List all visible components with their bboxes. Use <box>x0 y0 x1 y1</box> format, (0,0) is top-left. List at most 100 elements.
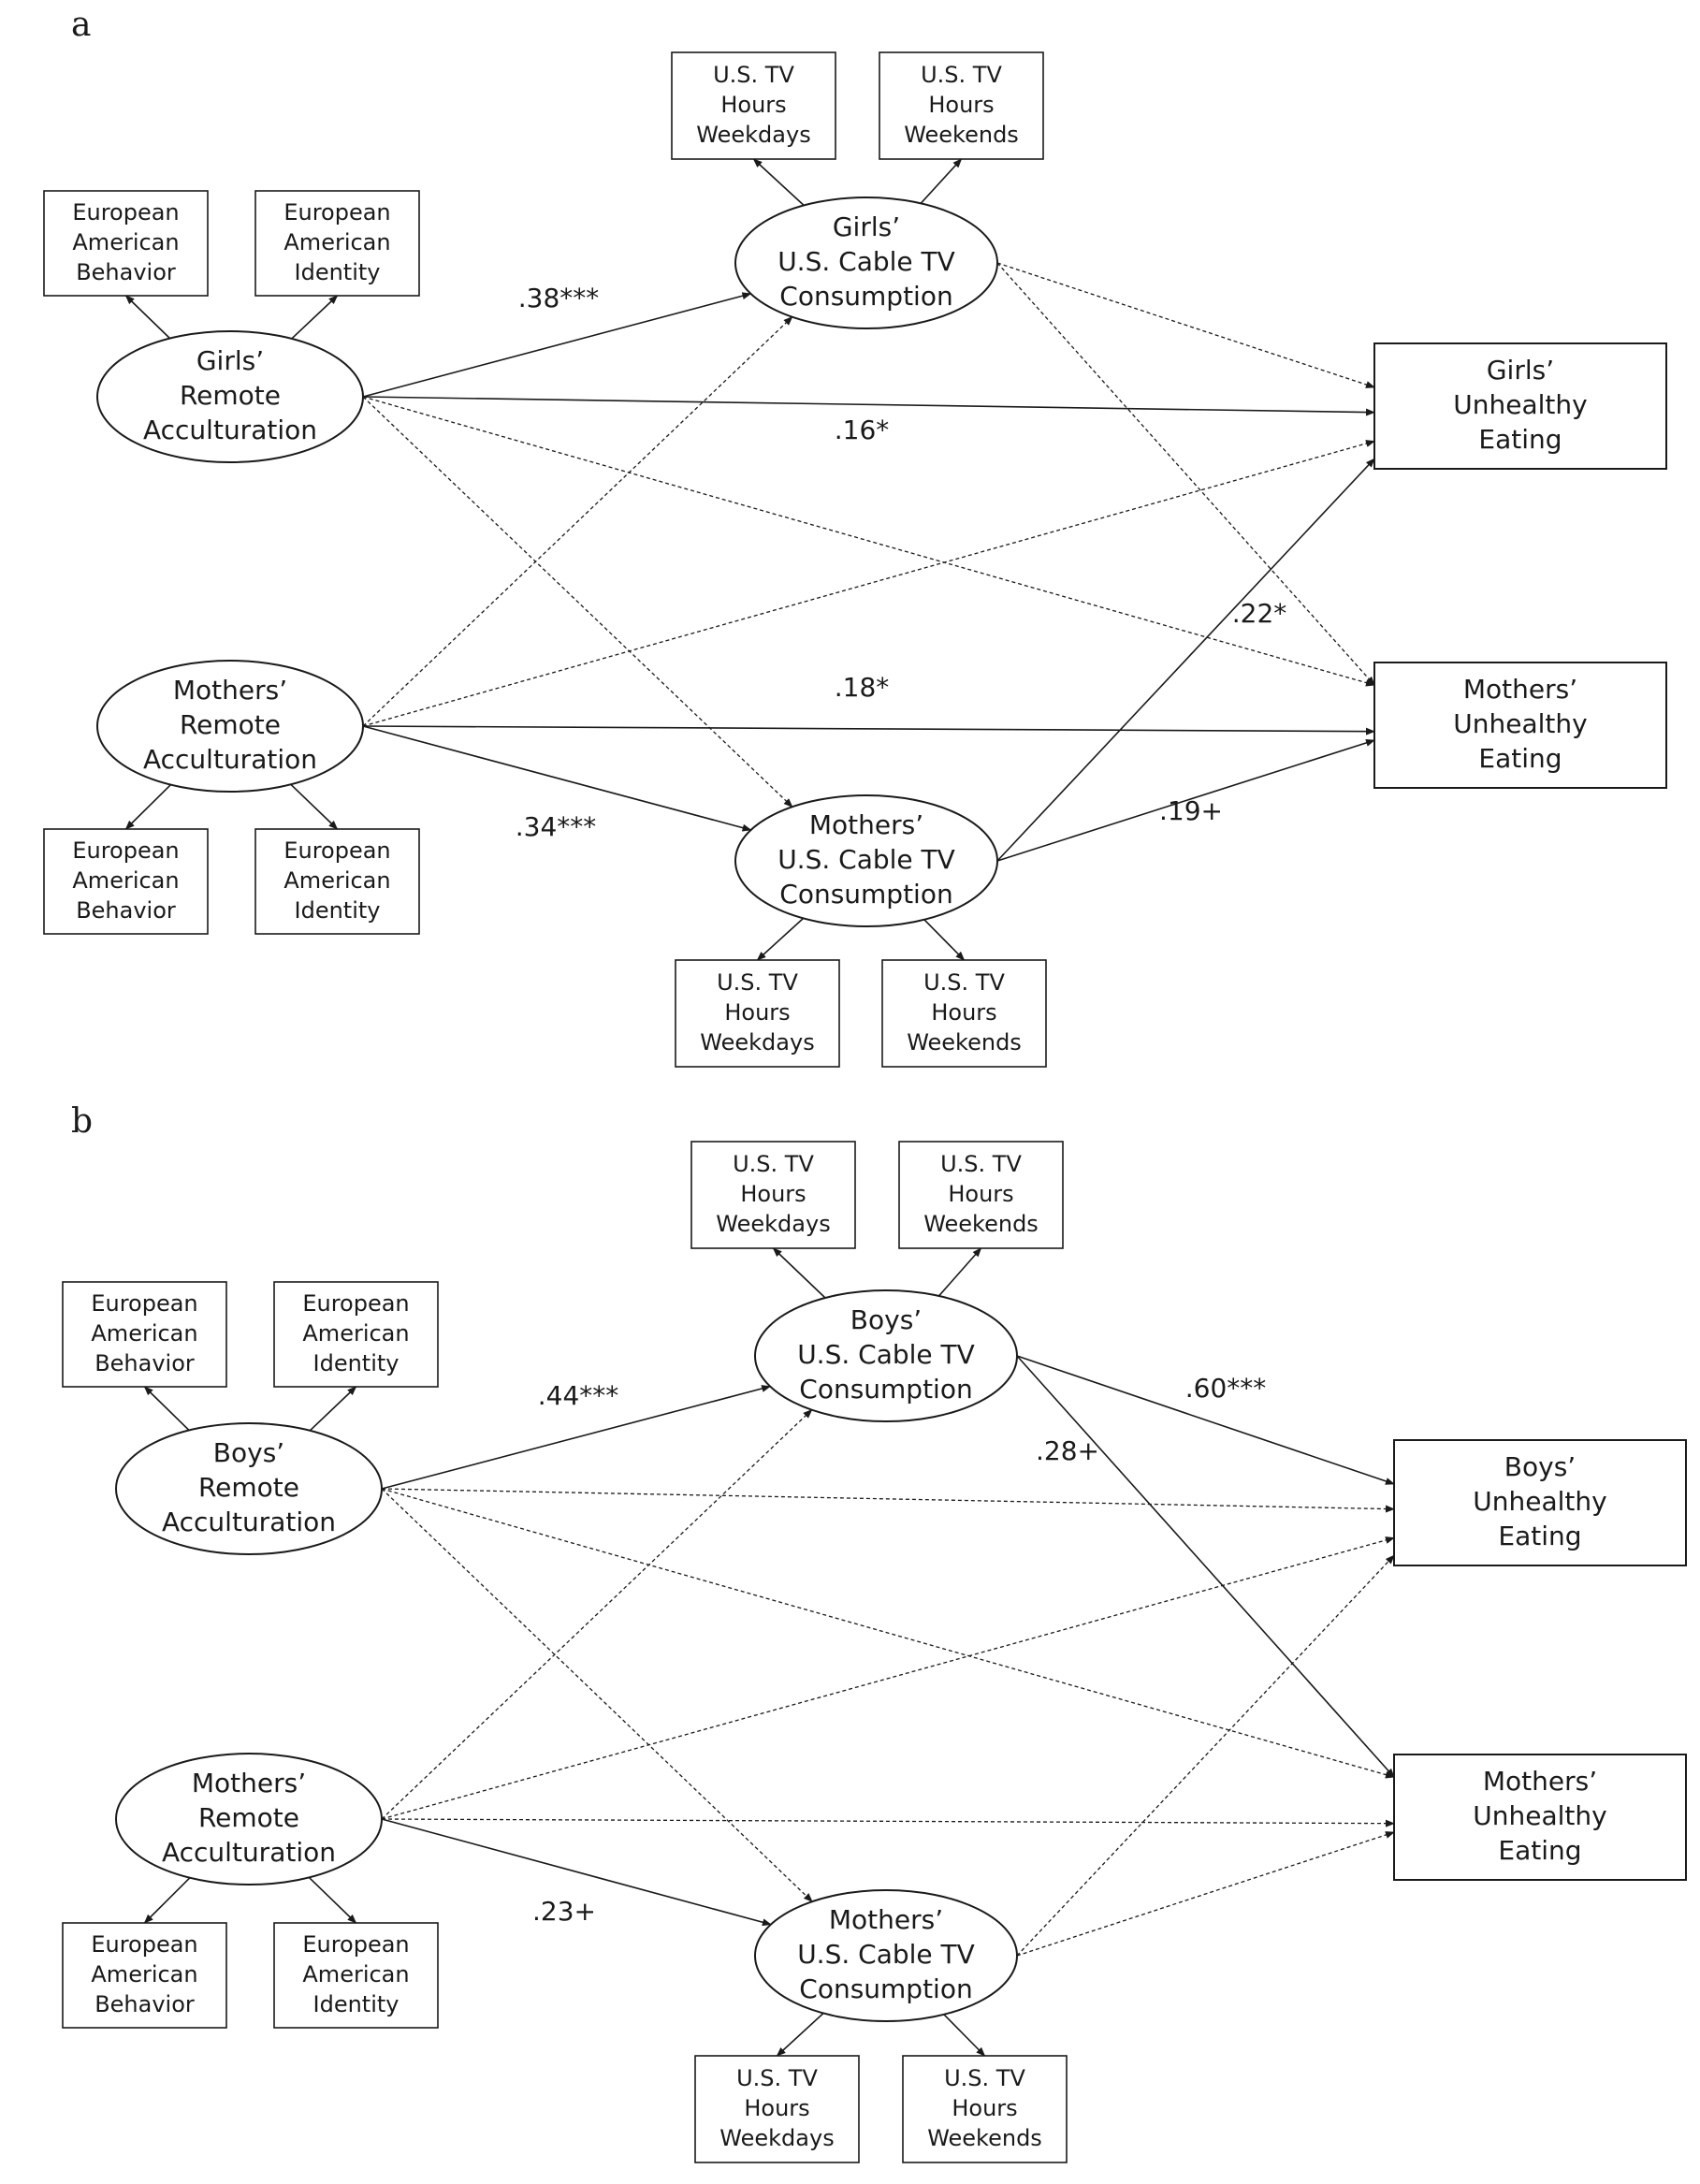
measurement-arrow <box>937 1247 982 1297</box>
outcome-label-line: Unhealthy <box>1453 708 1587 739</box>
indicator-label-line: U.S. TV <box>921 62 1002 88</box>
outcome-label-line: Unhealthy <box>1453 389 1587 420</box>
indicator-label-line: European <box>72 837 179 864</box>
path-arrow-child_rem-to-mom_tv <box>362 396 793 808</box>
outcome-label-line: Girls’ <box>1487 355 1554 386</box>
latent-ellipse <box>115 1753 383 1886</box>
latent-ellipse <box>96 660 364 793</box>
measurement-arrow <box>290 783 339 830</box>
path-arrow-mom_rem-to-child_tv <box>381 1408 813 1820</box>
outcome-box <box>1393 1439 1687 1566</box>
measurement-arrow <box>920 158 963 204</box>
latent-label-line: Acculturation <box>143 415 317 445</box>
path-arrow-mom_tv-to-mom_eat <box>1016 1831 1395 1957</box>
outcome-label-line: Eating <box>1498 1521 1581 1551</box>
indicator-box <box>254 828 420 935</box>
indicator-label-line: American <box>283 229 390 255</box>
measurement-arrow <box>772 1247 826 1299</box>
latent-label-line: Acculturation <box>162 1507 336 1537</box>
latent-label-line: Consumption <box>779 281 952 312</box>
indicator-box <box>62 1281 227 1388</box>
path-arrow-mom_tv-to-mom_eat <box>996 739 1375 862</box>
outcome-box <box>1373 342 1667 470</box>
path-arrow-mom_rem-to-mom_eat <box>362 725 1375 735</box>
indicator-label-line: European <box>91 1290 197 1317</box>
latent-label-line: Girls’ <box>196 345 264 376</box>
path-coefficient: .38*** <box>518 283 600 313</box>
latent-label-line: Mothers’ <box>809 809 923 840</box>
latent-ellipse <box>734 794 998 927</box>
measurement-arrow <box>124 295 171 340</box>
path-arrow-mom_rem-to-child_eat <box>362 440 1375 727</box>
latent-label-line: Remote <box>180 380 281 411</box>
indicator-label-line: American <box>72 867 179 894</box>
indicator-label-line: Hours <box>720 92 786 118</box>
path-coefficient: .28+ <box>1036 1435 1099 1466</box>
path-coefficient: .18* <box>835 672 890 703</box>
indicator-label-line: U.S. TV <box>944 2065 1025 2091</box>
latent-ellipse <box>754 1889 1018 2022</box>
measurement-arrow <box>923 919 966 961</box>
path-arrow-child_rem-to-mom_tv <box>381 1488 813 1902</box>
measurement-arrow <box>309 1386 357 1432</box>
measurement-arrow <box>308 1876 357 1924</box>
path-arrow-child_rem-to-child_eat <box>381 1488 1395 1513</box>
path-coefficient: .60*** <box>1185 1373 1267 1404</box>
outcome-box <box>1373 662 1667 789</box>
path-arrow-mom_rem-to-mom_tv <box>381 1818 772 1927</box>
outcome-label-line: Eating <box>1498 1835 1581 1866</box>
path-arrow-child_rem-to-mom_eat <box>362 396 1375 687</box>
indicator-label-line: European <box>91 1931 197 1958</box>
indicator-label-line: European <box>283 199 390 226</box>
latent-label-line: Boys’ <box>850 1304 922 1335</box>
indicator-box <box>879 51 1044 160</box>
indicator-label-line: American <box>302 1961 409 1987</box>
indicator-label-line: Behavior <box>76 897 176 924</box>
path-coefficient: .44*** <box>538 1380 619 1411</box>
path-arrow-mom_tv-to-child_eat <box>996 458 1375 862</box>
indicator-box <box>694 2055 860 2163</box>
latent-ellipse <box>734 197 998 329</box>
outcome-label-line: Unhealthy <box>1473 1486 1606 1517</box>
measurement-arrow <box>943 2014 986 2057</box>
outcome-label-line: Boys’ <box>1504 1451 1576 1482</box>
indicator-label-line: Hours <box>724 999 790 1026</box>
indicator-label-line: Hours <box>931 999 996 1026</box>
measurement-arrow <box>776 2012 824 2057</box>
outcome-label-line: Eating <box>1478 424 1562 455</box>
indicator-box <box>690 1141 856 1249</box>
indicator-label-line: Hours <box>952 2095 1017 2121</box>
latent-ellipse <box>96 330 364 463</box>
indicator-box <box>881 959 1047 1068</box>
indicator-label-line: Identity <box>295 259 381 285</box>
path-arrow-mom_rem-to-child_eat <box>381 1536 1395 1820</box>
latent-label-line: Consumption <box>779 879 952 910</box>
indicator-label-line: Weekends <box>907 1029 1022 1056</box>
indicator-box <box>273 1922 439 2029</box>
indicator-label-line: American <box>302 1320 409 1347</box>
measurement-arrow <box>756 917 805 961</box>
indicator-box <box>898 1141 1064 1249</box>
measurement-arrow <box>752 158 805 207</box>
indicator-label-line: Weekdays <box>716 1211 830 1237</box>
indicator-label-line: U.S. TV <box>923 969 1005 996</box>
outcome-label-line: Unhealthy <box>1473 1800 1606 1831</box>
latent-label-line: Consumption <box>799 1374 972 1405</box>
indicator-label-line: U.S. TV <box>940 1151 1022 1177</box>
latent-label-line: U.S. Cable TV <box>777 246 955 277</box>
